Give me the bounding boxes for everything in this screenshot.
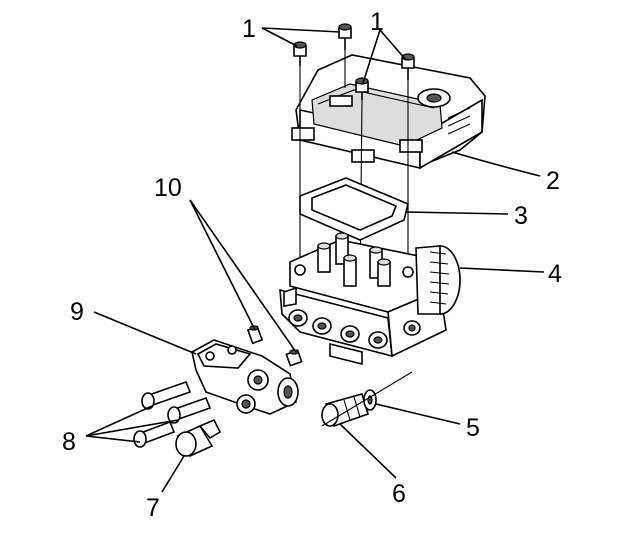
screw-1a [293, 41, 307, 66]
callout-8: 8 [62, 428, 76, 456]
screw-1b [338, 23, 352, 50]
pressure-switch [175, 418, 222, 458]
bolt-8b [167, 396, 212, 424]
control-module-cover [291, 54, 486, 170]
callout-6: 6 [392, 480, 406, 508]
sensor-body [321, 393, 369, 428]
callout-2: 2 [546, 167, 560, 195]
valve-bracket [191, 339, 299, 415]
callout-7: 7 [146, 494, 160, 522]
callout-10: 10 [154, 174, 182, 202]
screw-1d [355, 77, 369, 100]
fitting-10a [246, 325, 264, 345]
callout-3: 3 [514, 202, 528, 230]
leader-lines [85, 27, 545, 493]
callout-5: 5 [466, 414, 480, 442]
callout-1-right: 1 [370, 8, 384, 36]
bolt-8c [133, 420, 176, 448]
callout-4: 4 [548, 260, 562, 288]
fitting-10b [285, 349, 303, 367]
gasket [299, 177, 409, 241]
bolt-8a [141, 380, 192, 410]
callout-1-left: 1 [242, 15, 256, 43]
hydraulic-modulator [279, 232, 461, 366]
screw-1c [401, 53, 415, 80]
callout-9: 9 [70, 298, 84, 326]
